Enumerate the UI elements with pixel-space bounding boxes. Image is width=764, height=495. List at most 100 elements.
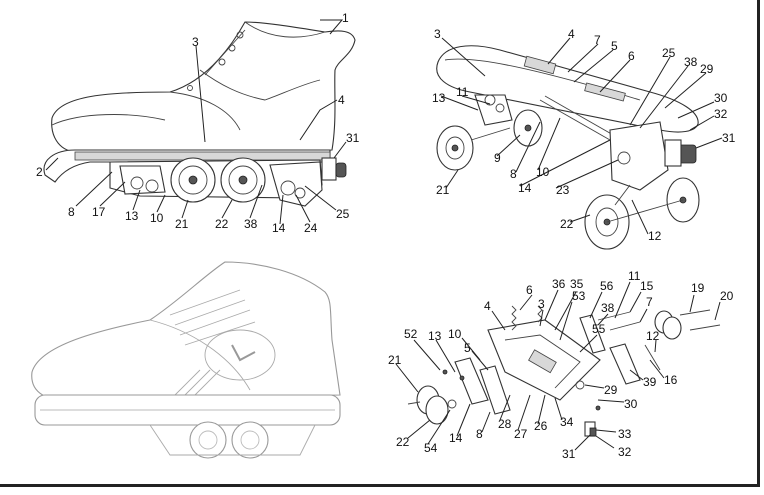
callout-14: 14 <box>272 221 286 235</box>
slot-1 <box>523 55 557 75</box>
leader <box>614 281 631 319</box>
exploded-slot <box>528 349 557 374</box>
photo-bracket <box>149 424 316 456</box>
leader <box>395 363 419 393</box>
hinge-iso <box>474 94 513 126</box>
eyelet <box>218 58 226 66</box>
callout-5: 5 <box>464 341 471 355</box>
leader <box>304 185 337 211</box>
leader <box>567 43 599 73</box>
leader <box>295 194 311 223</box>
leader <box>461 95 491 105</box>
exploded-wheel-right <box>654 310 682 340</box>
callout-3: 3 <box>434 27 441 41</box>
leader <box>689 115 715 131</box>
sole-plate <box>74 151 331 161</box>
shoe-toe-cap <box>51 114 166 126</box>
photo-logo <box>231 344 256 362</box>
rear-axle <box>606 199 684 223</box>
callout-10: 10 <box>448 327 462 341</box>
callout-21: 21 <box>388 353 402 367</box>
exploded-view-panel: 6 36 35 56 11 15 19 20 4 3 53 7 38 12 10… <box>388 269 734 461</box>
callout-35: 35 <box>570 277 584 291</box>
callout-53: 53 <box>572 289 586 303</box>
exploded-pin <box>689 324 721 331</box>
leader <box>569 214 591 223</box>
leader <box>639 308 648 323</box>
callout-29: 29 <box>604 383 618 397</box>
leader <box>631 199 649 235</box>
front-wheel-iso-2 <box>513 109 543 147</box>
callout-39: 39 <box>643 375 657 389</box>
leader <box>599 59 631 93</box>
front-wheel <box>170 157 216 203</box>
exploded-plate-3 <box>579 314 606 354</box>
leader <box>649 359 665 379</box>
callout-24: 24 <box>304 221 318 235</box>
photo-wheel-1 <box>189 421 227 459</box>
callout-30: 30 <box>714 91 728 105</box>
leader <box>554 397 563 421</box>
callout-25: 25 <box>336 207 350 221</box>
exploded-nut <box>442 369 448 375</box>
leader <box>75 171 113 207</box>
leader <box>714 301 721 321</box>
exploded-pin <box>609 321 641 331</box>
iso-view-panel: 3 4 7 5 6 25 38 29 13 11 30 32 31 9 10 8… <box>432 27 736 250</box>
leader <box>481 411 491 433</box>
leader <box>537 117 561 171</box>
callout-9: 9 <box>494 151 501 165</box>
sheet-border <box>0 0 760 487</box>
leader <box>181 199 189 219</box>
exploded-washer <box>447 399 457 409</box>
leader <box>441 37 486 77</box>
shoe-upper <box>51 21 356 153</box>
leader <box>249 184 263 219</box>
callout-38: 38 <box>244 217 258 231</box>
leader <box>554 291 577 331</box>
callout-11: 11 <box>456 85 469 99</box>
leader <box>695 137 723 149</box>
leader <box>629 369 644 381</box>
callout-38: 38 <box>601 301 615 315</box>
leader <box>413 339 441 371</box>
leader <box>547 37 571 65</box>
leader <box>45 157 59 171</box>
leader <box>299 99 338 141</box>
callout-22: 22 <box>215 217 229 231</box>
leader <box>579 334 598 353</box>
callout-17: 17 <box>92 205 106 219</box>
exploded-wheel-left <box>416 385 449 425</box>
photo-mesh <box>204 329 276 381</box>
rear-latch <box>269 161 323 207</box>
callout-6: 6 <box>628 49 635 63</box>
callout-2: 2 <box>36 165 43 179</box>
eyelet <box>236 31 244 39</box>
callout-3: 3 <box>538 297 545 311</box>
exploded-nut <box>459 375 465 381</box>
leader <box>544 289 559 321</box>
callout-10: 10 <box>150 211 164 225</box>
exploded-frame-inner <box>504 334 581 389</box>
leader <box>435 339 456 373</box>
leader <box>677 101 715 119</box>
exploded-pin <box>679 309 711 316</box>
leader <box>639 65 689 129</box>
callout-56: 56 <box>600 279 614 293</box>
callout-15: 15 <box>640 279 654 293</box>
leader <box>654 339 657 353</box>
callout-16: 16 <box>664 373 678 387</box>
leader <box>440 95 479 111</box>
release-button <box>335 162 347 178</box>
photo-shoe-upper <box>31 261 341 401</box>
callout-28: 28 <box>498 417 512 431</box>
callout-27: 27 <box>514 427 528 441</box>
callout-29: 29 <box>700 62 714 76</box>
leader <box>597 399 625 403</box>
leader <box>427 409 451 445</box>
callout-12: 12 <box>646 329 660 343</box>
callout-36: 36 <box>552 277 566 291</box>
leader <box>595 429 617 433</box>
callout-32: 32 <box>618 445 632 459</box>
leader <box>584 384 605 389</box>
